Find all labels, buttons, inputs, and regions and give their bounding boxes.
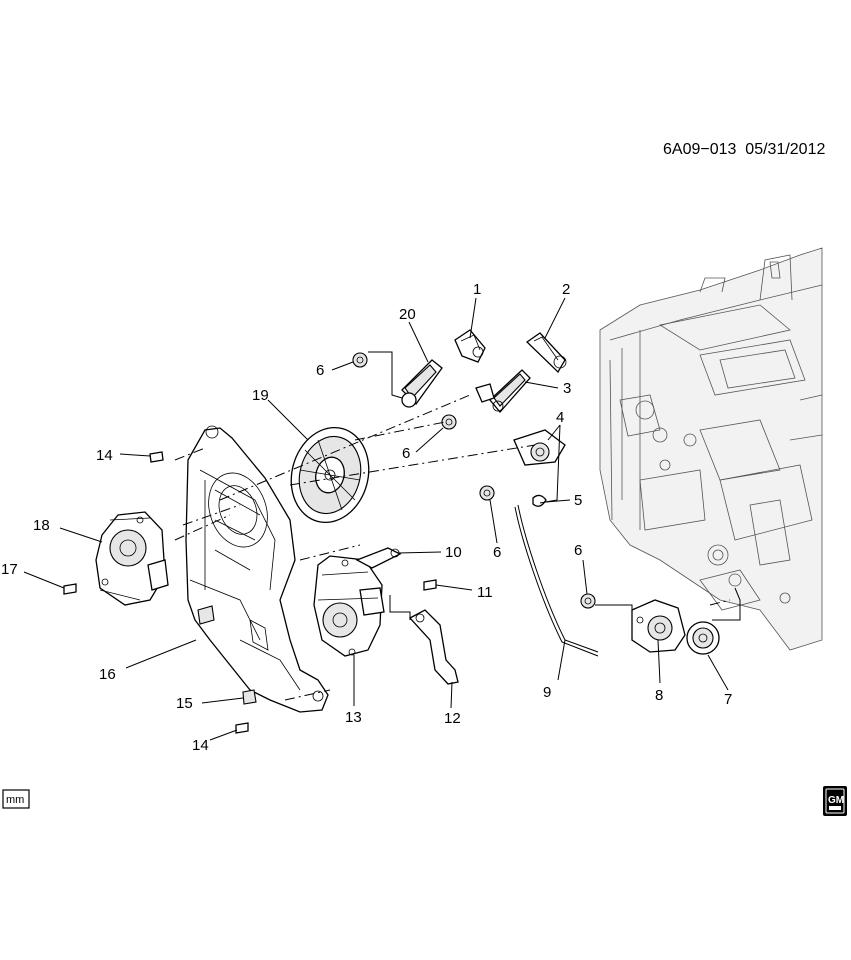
part-18-actuator	[95, 511, 169, 606]
callout-12: 12	[444, 710, 461, 727]
callout-14a: 14	[96, 447, 113, 464]
leader-lines	[23, 297, 741, 741]
callout-16: 16	[99, 666, 116, 683]
callout-7: 7	[724, 691, 732, 708]
callout-5: 5	[574, 492, 582, 509]
callout-1: 1	[473, 281, 481, 298]
callout-11: 11	[477, 584, 493, 601]
callout-14b: 14	[192, 737, 209, 754]
callout-6d: 6	[574, 542, 582, 559]
units-badge-text: mm	[6, 794, 24, 806]
callout-9: 9	[543, 684, 551, 701]
figure-reference: 6A09−013 05/31/2012	[663, 141, 825, 159]
figure-date: 05/31/2012	[745, 141, 826, 158]
callout-2: 2	[562, 281, 570, 298]
hvac-module-housing	[599, 247, 823, 651]
part-8-actuator	[631, 599, 686, 653]
part-12-lever	[408, 609, 459, 685]
callout-13: 13	[345, 709, 362, 726]
figure-code: 6A09−013	[663, 141, 737, 158]
part-1-slotted-link	[454, 329, 486, 363]
callout-15: 15	[176, 695, 193, 712]
callout-18: 18	[33, 517, 50, 534]
callout-8: 8	[655, 687, 663, 704]
callout-3: 3	[563, 380, 571, 397]
callout-17: 17	[1, 561, 18, 578]
part-9-rod	[517, 504, 599, 653]
part-4-bracket	[513, 429, 566, 466]
part-13-actuator	[313, 555, 385, 657]
part-19-drive-wheel	[290, 426, 370, 524]
units-badge: mm	[2, 789, 30, 809]
callout-10: 10	[445, 544, 462, 561]
part-3-lever	[475, 369, 531, 413]
part-6-nuts	[352, 352, 596, 609]
part-7-gear	[686, 621, 720, 655]
callout-6a: 6	[316, 362, 324, 379]
centerlines	[174, 394, 731, 701]
callout-labels: 1 2 3 4 5 6 6 6 6 7 8 9 10 11 12 13 14 1…	[1, 281, 732, 754]
callout-19: 19	[252, 387, 269, 404]
part-5-clip	[532, 494, 547, 507]
part-2-slotted-link	[525, 332, 567, 374]
callout-20: 20	[399, 306, 416, 323]
callout-6b: 6	[402, 445, 410, 462]
gm-logo: GM	[823, 786, 847, 816]
gm-logo-text: GM	[828, 795, 844, 806]
callout-6c: 6	[493, 544, 501, 561]
fasteners	[63, 451, 437, 734]
part-20-lever	[401, 359, 443, 408]
callout-4: 4	[556, 409, 564, 426]
